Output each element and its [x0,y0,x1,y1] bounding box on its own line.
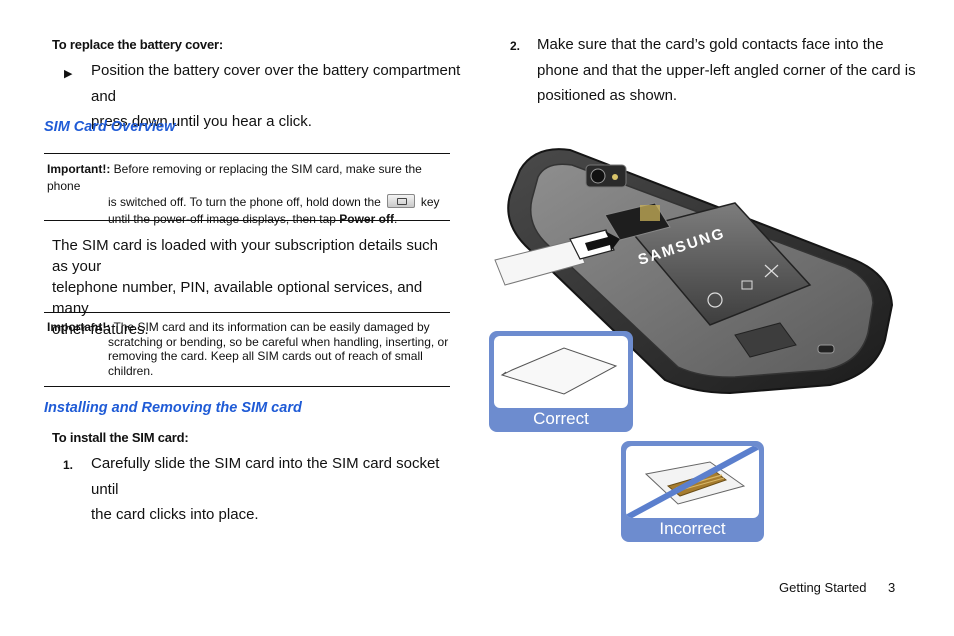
sim-socket [604,202,671,241]
correct-label: Correct [533,409,589,428]
important-label: Important!: [47,320,111,334]
correct-example-badge: Correct [489,331,633,432]
step-number: 2. [510,39,521,53]
battery-latch [734,322,797,358]
insert-arrow-icon [585,231,620,251]
step-2-line: phone and that the upper-left angled cor… [537,61,916,79]
divider-rule [44,312,450,313]
divider-rule [44,386,450,387]
step-2-text: Make sure that the card’s gold contacts … [537,32,917,109]
step-number: 1. [63,458,74,472]
power-off-label: Power off [339,211,394,226]
sim-overview-heading: SIM Card Overview [44,119,176,135]
step-1-line: the card clicks into place. [91,506,259,523]
important-note-text: . [393,211,398,226]
incorrect-label: Incorrect [659,519,726,538]
footer-page-number: 3 [888,580,896,595]
sim-card-incorrect-icon [626,446,759,518]
important-note-line: scratching or bending, so be careful whe… [108,334,449,349]
camera-module [585,164,627,188]
battery-cover-step: Position the battery cover over the batt… [91,58,461,135]
sim-intro-line: The SIM card is loaded with your subscri… [52,237,439,275]
power-key-icon [386,194,415,208]
important-note-text: until the power-off image displays, then… [108,211,336,226]
install-sim-label: To install the SIM card: [52,430,189,445]
step-1-line: Carefully slide the SIM card into the SI… [91,455,440,498]
important-note-text: key [420,195,440,209]
important-note-line: is switched off. To turn the phone off, … [47,194,452,211]
important-note-line: removing the card. Keep all SIM cards ou… [108,349,423,363]
incorrect-example-badge: Incorrect [621,441,764,542]
important-note-line: children. [108,363,154,378]
important-label: Important!: [47,162,111,176]
divider-rule [44,153,450,154]
incorrect-example-panel [626,446,759,518]
important-note-damage: Important!: The SIM card and its informa… [47,320,452,378]
triangle-bullet-icon: ▶ [64,68,73,80]
battery-cover-step-line: press down until you hear a click. [91,113,312,130]
sim-card-correct-icon [500,347,618,395]
battery-cover-step-line: Position the battery cover over the batt… [91,62,461,105]
footer-section-name: Getting Started [779,580,867,595]
important-note-line: until the power-off image displays, then… [47,211,452,228]
important-note-text: is switched off. To turn the phone off, … [108,195,381,209]
battery-cover-heading: To replace the battery cover: [52,37,223,52]
sim-intro-paragraph: The SIM card is loaded with your subscri… [52,235,457,340]
step-2-line: positioned as shown. [537,87,678,104]
important-note-power-off: Important!: Before removing or replacing… [47,161,452,227]
usb-port [817,344,835,354]
important-note-text: The SIM card and its information can be … [113,320,430,334]
sim-card-inserting [494,229,620,286]
important-note-text: Before removing or replacing the SIM car… [47,162,422,193]
important-note-line: Important!: The SIM card and its informa… [47,320,452,335]
phone-sim-illustration: SAMSUNG [494,148,894,395]
installing-sim-heading: Installing and Removing the SIM card [44,400,302,416]
important-note-line: Important!: Before removing or replacing… [47,161,452,194]
step-1-text: Carefully slide the SIM card into the SI… [91,451,461,528]
step-2-line: Make sure that the card’s gold contacts … [537,36,884,53]
prohibit-slash-icon [626,446,759,518]
correct-example-panel [494,336,628,408]
sim-intro-line: other features. [52,321,149,338]
divider-rule [44,220,450,221]
